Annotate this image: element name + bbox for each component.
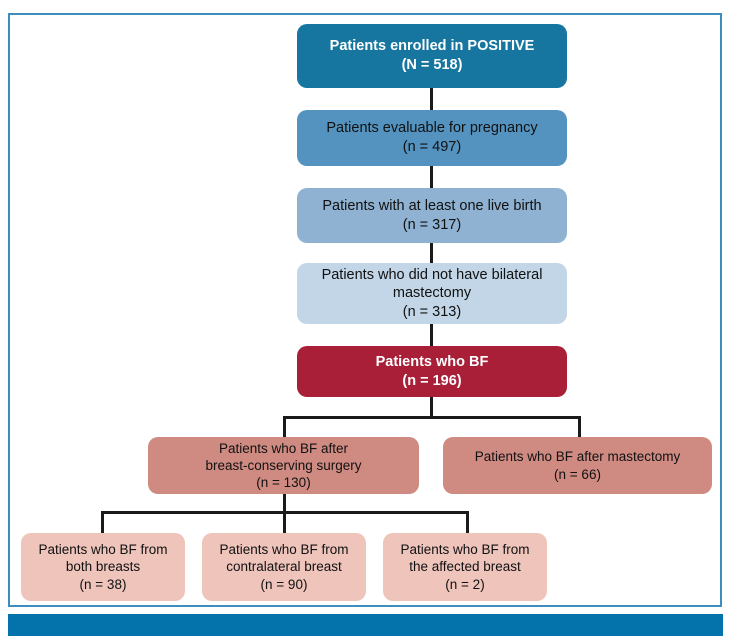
node-line: Patients who BF from — [400, 542, 530, 558]
node-patients-no-bilateral-mastectomy[interactable]: Patients who did not have bilateral mast… — [297, 263, 567, 324]
node-count: (n = 2) — [445, 576, 485, 592]
connector-nobilateral-to-whobf — [430, 324, 433, 346]
connector-livebirth-to-nobilateral — [430, 243, 433, 263]
connector-drop-to-contralateral — [283, 511, 286, 533]
node-count: (n = 497) — [402, 139, 462, 155]
node-bf-after-breast-conserving-surgery[interactable]: Patients who BF after breast-conserving … — [148, 437, 419, 494]
node-patients-enrolled[interactable]: Patients enrolled in POSITIVE (N = 518) — [297, 24, 567, 88]
node-count: (n = 130) — [256, 475, 311, 491]
node-count: (n = 317) — [402, 216, 462, 233]
node-bf-after-mastectomy[interactable]: Patients who BF after mastectomy (n = 66… — [443, 437, 712, 494]
node-count: (N = 518) — [401, 57, 463, 73]
footer-bar — [8, 614, 723, 636]
node-patients-who-bf[interactable]: Patients who BF (n = 196) — [297, 346, 567, 397]
node-count: (n = 90) — [260, 576, 308, 592]
connector-drop-to-mastectomy — [578, 416, 581, 437]
node-line: mastectomy — [392, 285, 472, 302]
connector-whobf-stem — [430, 397, 433, 417]
node-count: (n = 66) — [554, 466, 601, 482]
node-count: (n = 196) — [402, 372, 462, 389]
node-line: Patients with at least one live birth — [322, 197, 542, 214]
node-patients-evaluable[interactable]: Patients evaluable for pregnancy (n = 49… — [297, 110, 567, 166]
node-line: Patients who BF — [375, 353, 489, 370]
connector-enrolled-to-evaluable — [430, 88, 433, 110]
node-line: breast-conserving surgery — [205, 457, 362, 473]
connector-bcs-stem — [283, 494, 286, 512]
node-line: both breasts — [65, 559, 141, 575]
node-line: Patients who BF from — [38, 542, 168, 558]
node-line: Patients who did not have bilateral — [321, 266, 543, 283]
connector-whobf-crossbar — [283, 416, 581, 419]
node-line: Patients who BF after — [218, 440, 349, 456]
node-line: Patients enrolled in POSITIVE — [329, 38, 535, 55]
node-line: the affected breast — [409, 559, 521, 575]
node-bf-from-both-breasts[interactable]: Patients who BF from both breasts (n = 3… — [21, 533, 185, 601]
node-bf-from-contralateral-breast[interactable]: Patients who BF from contralateral breas… — [202, 533, 366, 601]
node-line: Patients who BF from — [219, 542, 349, 558]
node-patients-live-birth[interactable]: Patients with at least one live birth (n… — [297, 188, 567, 243]
node-bf-from-affected-breast[interactable]: Patients who BF from the affected breast… — [383, 533, 547, 601]
connector-evaluable-to-livebirth — [430, 166, 433, 188]
node-line: Patients who BF after mastectomy — [474, 449, 681, 465]
connector-drop-to-bcs — [283, 416, 286, 437]
node-line: Patients evaluable for pregnancy — [326, 120, 538, 137]
node-count: (n = 313) — [402, 303, 462, 320]
node-line: contralateral breast — [226, 559, 342, 575]
node-count: (n = 38) — [79, 576, 127, 592]
connector-drop-to-affected — [466, 511, 469, 533]
connector-drop-to-both-breasts — [101, 511, 104, 533]
